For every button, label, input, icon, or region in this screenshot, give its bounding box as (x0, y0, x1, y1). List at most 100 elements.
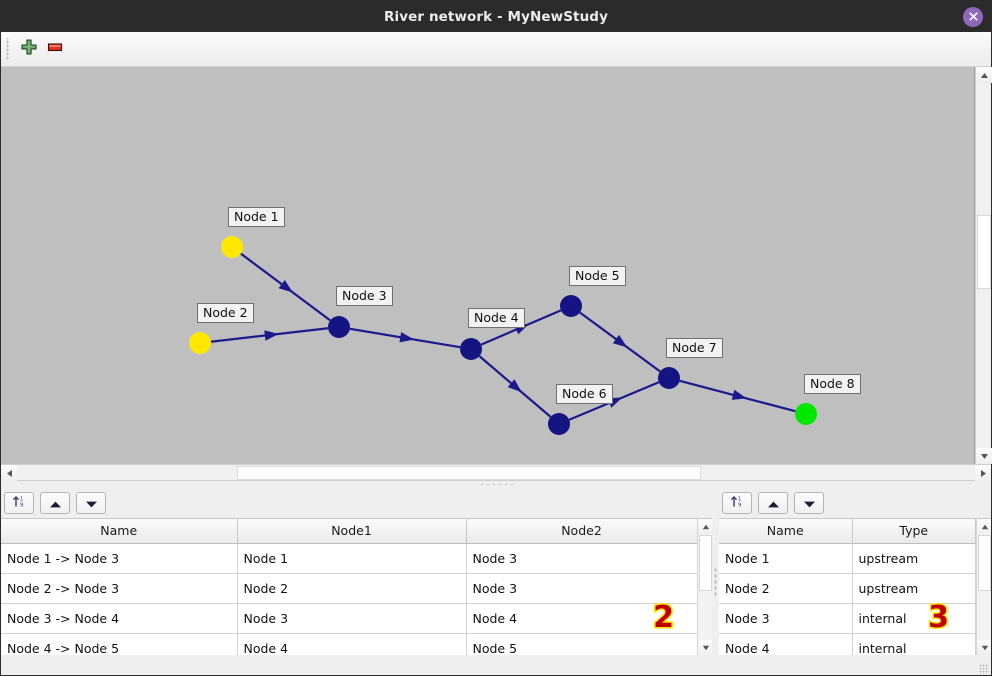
column-header-node1[interactable]: Node1 (237, 519, 467, 544)
sort-button[interactable]: 1 9 (4, 492, 34, 514)
nodes-scroll-down-button[interactable] (977, 640, 991, 655)
delete-node-button[interactable] (42, 36, 68, 62)
table-cell[interactable]: Node 4 (237, 633, 467, 655)
graph-edge-arrow (731, 389, 747, 400)
scroll-down-button[interactable] (976, 448, 992, 464)
nodes-panel-footer (719, 655, 991, 675)
reaches-scroll-up-button[interactable] (698, 519, 712, 534)
window-title: River network - MyNewStudy (384, 8, 608, 25)
vertical-splitter[interactable] (712, 488, 719, 675)
graph-node-label-8[interactable]: Node 8 (804, 374, 861, 395)
table-cell[interactable]: Node 2 (719, 573, 853, 604)
nodes-vertical-scroll-thumb[interactable] (978, 535, 991, 591)
network-canvas[interactable]: Node 1 Node 2 Node 3 Node 4 Node 5 Node 6 Node… (1, 67, 975, 464)
graph-node-3[interactable] (328, 316, 350, 338)
svg-text:1: 1 (738, 496, 741, 502)
graph-node-1[interactable] (221, 236, 243, 258)
scroll-right-button[interactable] (975, 465, 991, 481)
graph-vertical-scrollbar[interactable] (975, 67, 992, 464)
reaches-scroll-down-button[interactable] (698, 640, 712, 655)
graph-horizontal-scroll-thumb[interactable] (237, 466, 701, 480)
table-cell[interactable]: upstream (852, 543, 976, 574)
graph-node-2[interactable] (189, 332, 211, 354)
graph-edge-arrow (399, 332, 415, 343)
table-cell[interactable]: Node 3 -> Node 4 (1, 603, 238, 634)
reaches-vertical-scrollbar[interactable] (697, 519, 712, 655)
network-graph (189, 236, 817, 435)
window-resize-grip[interactable] (979, 664, 989, 674)
graph-node-label-7[interactable]: Node 7 (666, 338, 723, 359)
delete-icon (46, 38, 64, 60)
table-cell[interactable]: Node 3 (466, 543, 697, 574)
graph-node-label-3[interactable]: Node 3 (336, 286, 393, 307)
graph-node-5[interactable] (560, 295, 582, 317)
nodes-scroll-up-button[interactable] (977, 519, 991, 534)
table-cell[interactable]: Node 2 (237, 573, 467, 604)
graph-node-7[interactable] (658, 367, 680, 389)
column-header-type[interactable]: Type (852, 519, 976, 544)
nodes-vertical-scrollbar[interactable] (976, 519, 991, 655)
move-down-button[interactable] (76, 492, 106, 514)
column-header-node2[interactable]: Node2 (466, 519, 697, 544)
table-cell[interactable]: internal (852, 633, 976, 655)
svg-text:9: 9 (20, 502, 24, 508)
column-header-name[interactable]: Name (1, 519, 238, 544)
graph-node-label-2[interactable]: Node 2 (197, 303, 254, 324)
move-down-button[interactable] (794, 492, 824, 514)
graph-node-6[interactable] (548, 413, 570, 435)
graph-edge-arrow (264, 330, 279, 341)
graph-node-label-5[interactable]: Node 5 (569, 266, 626, 287)
table-cell[interactable]: Node 4 -> Node 5 (1, 633, 238, 655)
svg-text:9: 9 (738, 502, 742, 508)
nodes-panel: 1 9 (719, 488, 991, 675)
table-cell[interactable]: Node 3 (237, 603, 467, 634)
scroll-up-button[interactable] (976, 67, 992, 83)
add-node-button[interactable] (16, 36, 42, 62)
graph-node-8[interactable] (795, 403, 817, 425)
graph-vertical-scroll-thumb[interactable] (977, 215, 991, 289)
table-cell[interactable]: Node 4 (466, 603, 697, 634)
table-cell[interactable]: Node 1 -> Node 3 (1, 543, 238, 574)
sort-icon: 1 9 (730, 494, 745, 513)
move-up-button[interactable] (40, 492, 70, 514)
table-cell[interactable]: internal (852, 603, 976, 634)
plus-icon (20, 38, 38, 60)
table-cell[interactable]: upstream (852, 573, 976, 604)
table-cell[interactable]: Node 1 (719, 543, 853, 574)
graph-node-label-6[interactable]: Node 6 (556, 384, 613, 405)
table-cell[interactable]: Node 4 (719, 633, 853, 655)
horizontal-splitter[interactable] (1, 481, 991, 488)
column-header-name[interactable]: Name (719, 519, 853, 544)
close-icon[interactable] (963, 6, 983, 27)
table-cell[interactable]: Node 5 (466, 633, 697, 655)
reaches-vertical-scroll-thumb[interactable] (699, 535, 712, 591)
toolbar-grip[interactable] (5, 38, 12, 60)
reaches-panel-footer (1, 655, 712, 675)
sort-button[interactable]: 1 9 (722, 492, 752, 514)
table-cell[interactable]: Node 3 (466, 573, 697, 604)
table-cell[interactable]: Node 1 (237, 543, 467, 574)
move-up-button[interactable] (758, 492, 788, 514)
title-bar: River network - MyNewStudy (1, 1, 991, 32)
graph-horizontal-scrollbar[interactable] (1, 464, 991, 481)
table-cell[interactable]: Node 2 -> Node 3 (1, 573, 238, 604)
table-cell[interactable]: Node 3 (719, 603, 853, 634)
arrow-down-icon (802, 494, 817, 513)
nodes-toolbar: 1 9 (719, 488, 991, 518)
graph-node-4[interactable] (460, 338, 482, 360)
graph-node-label-4[interactable]: Node 4 (468, 308, 525, 329)
scroll-left-button[interactable] (1, 465, 17, 481)
graph-node-label-1[interactable]: Node 1 (228, 207, 285, 228)
